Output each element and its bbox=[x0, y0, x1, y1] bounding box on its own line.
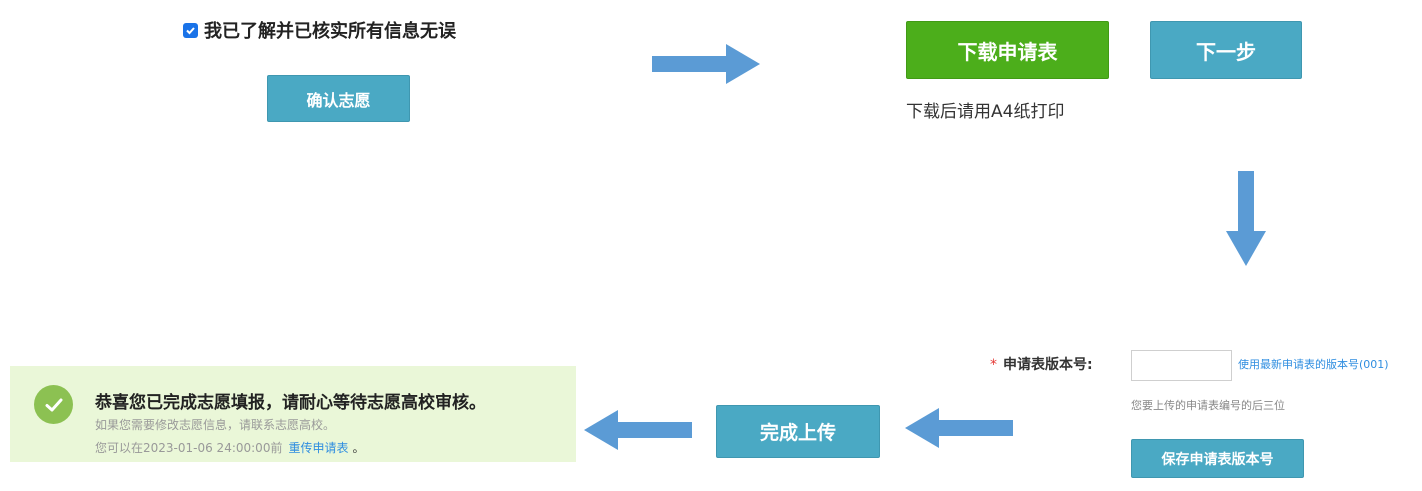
deadline-suffix: 。 bbox=[352, 441, 365, 455]
success-check-icon bbox=[34, 385, 73, 424]
checkbox-label: 我已了解并已核实所有信息无误 bbox=[204, 21, 456, 42]
success-deadline: 您可以在2023-01-06 24:00:00前重传申请表。 bbox=[95, 439, 364, 456]
finish-upload-button[interactable]: 完成上传 bbox=[716, 405, 880, 458]
confirm-choice-button[interactable]: 确认志愿 bbox=[267, 75, 410, 122]
success-panel: 恭喜您已完成志愿填报，请耐心等待志愿高校审核。 如果您需要修改志愿信息，请联系志… bbox=[10, 366, 576, 462]
success-subtitle: 如果您需要修改志愿信息，请联系志愿高校。 bbox=[95, 418, 336, 432]
download-application-button[interactable]: 下载申请表 bbox=[906, 21, 1109, 79]
next-step-button[interactable]: 下一步 bbox=[1150, 21, 1302, 79]
success-title: 恭喜您已完成志愿填报，请耐心等待志愿高校审核。 bbox=[95, 393, 486, 413]
arrow-left-icon bbox=[584, 410, 692, 450]
deadline-text: 您可以在2023-01-06 24:00:00前 bbox=[95, 441, 283, 455]
use-latest-version-link[interactable]: 使用最新申请表的版本号(001) bbox=[1238, 358, 1389, 371]
version-label: * 申请表版本号: bbox=[990, 354, 1093, 374]
save-version-button[interactable]: 保存申请表版本号 bbox=[1131, 439, 1304, 478]
version-number-input[interactable] bbox=[1131, 350, 1232, 381]
confirm-checkbox-row[interactable]: 我已了解并已核实所有信息无误 bbox=[183, 17, 456, 43]
arrow-left-icon bbox=[905, 408, 1013, 448]
required-mark: * bbox=[990, 357, 997, 373]
arrow-right-icon bbox=[652, 44, 760, 84]
checkbox-checked-icon[interactable] bbox=[183, 22, 198, 38]
download-note: 下载后请用A4纸打印 bbox=[906, 102, 1065, 122]
version-hint: 您要上传的申请表编号的后三位 bbox=[1131, 399, 1285, 412]
version-label-text: 申请表版本号: bbox=[1003, 357, 1093, 373]
arrow-down-icon bbox=[1226, 171, 1266, 266]
reupload-link[interactable]: 重传申请表 bbox=[288, 441, 349, 455]
